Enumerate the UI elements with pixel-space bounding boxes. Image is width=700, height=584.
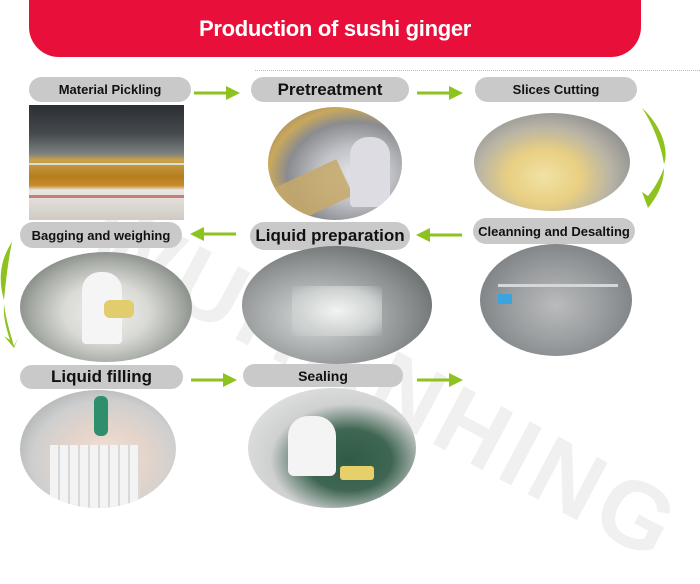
step-label-liquid-filling: Liquid filling [20, 365, 183, 389]
arrow-right-icon [417, 86, 463, 100]
photo-detail [292, 286, 382, 336]
photo-sealing [248, 388, 416, 508]
step-label-slices-cutting: Slices Cutting [475, 77, 637, 102]
photo-detail [29, 163, 184, 165]
photo-liquid-preparation [242, 246, 432, 364]
step-label-pretreatment: Pretreatment [251, 77, 409, 102]
photo-bagging-and-weighing [20, 252, 192, 362]
photo-detail [340, 466, 374, 480]
photo-liquid-filling [20, 390, 176, 508]
photo-detail [94, 396, 108, 436]
page-title: Production of sushi ginger [198, 15, 472, 41]
photo-material-pickling [29, 105, 184, 220]
photo-detail [104, 300, 134, 318]
arrow-right-icon [194, 86, 240, 100]
step-label-bagging-and-weighing: Bagging and weighing [20, 222, 182, 248]
step-label-liquid-preparation: Liquid preparation [250, 222, 410, 250]
step-label-sealing: Sealing [243, 364, 403, 387]
photo-detail [272, 159, 354, 220]
curved-arrow-down-icon [0, 242, 18, 348]
arrow-left-icon [190, 227, 236, 241]
photo-detail [29, 195, 184, 198]
step-label-material-pickling: Material Pickling [29, 77, 191, 102]
photo-pretreatment [268, 107, 402, 220]
arrow-right-icon [191, 373, 237, 387]
photo-cleanning-and-desalting [480, 244, 632, 356]
arrow-right-icon [417, 373, 463, 387]
photo-detail [350, 137, 390, 207]
photo-detail [288, 416, 336, 476]
photo-slices-cutting [474, 113, 630, 211]
curved-arrow-down-icon [642, 108, 666, 208]
title-banner: Production of sushi ginger [29, 0, 641, 57]
step-label-cleanning-and-desalting: Cleanning and Desalting [473, 218, 635, 244]
photo-detail [50, 445, 140, 508]
photo-detail [498, 284, 618, 287]
photo-detail [498, 294, 512, 304]
arrow-left-icon [416, 228, 462, 242]
divider [255, 70, 700, 71]
